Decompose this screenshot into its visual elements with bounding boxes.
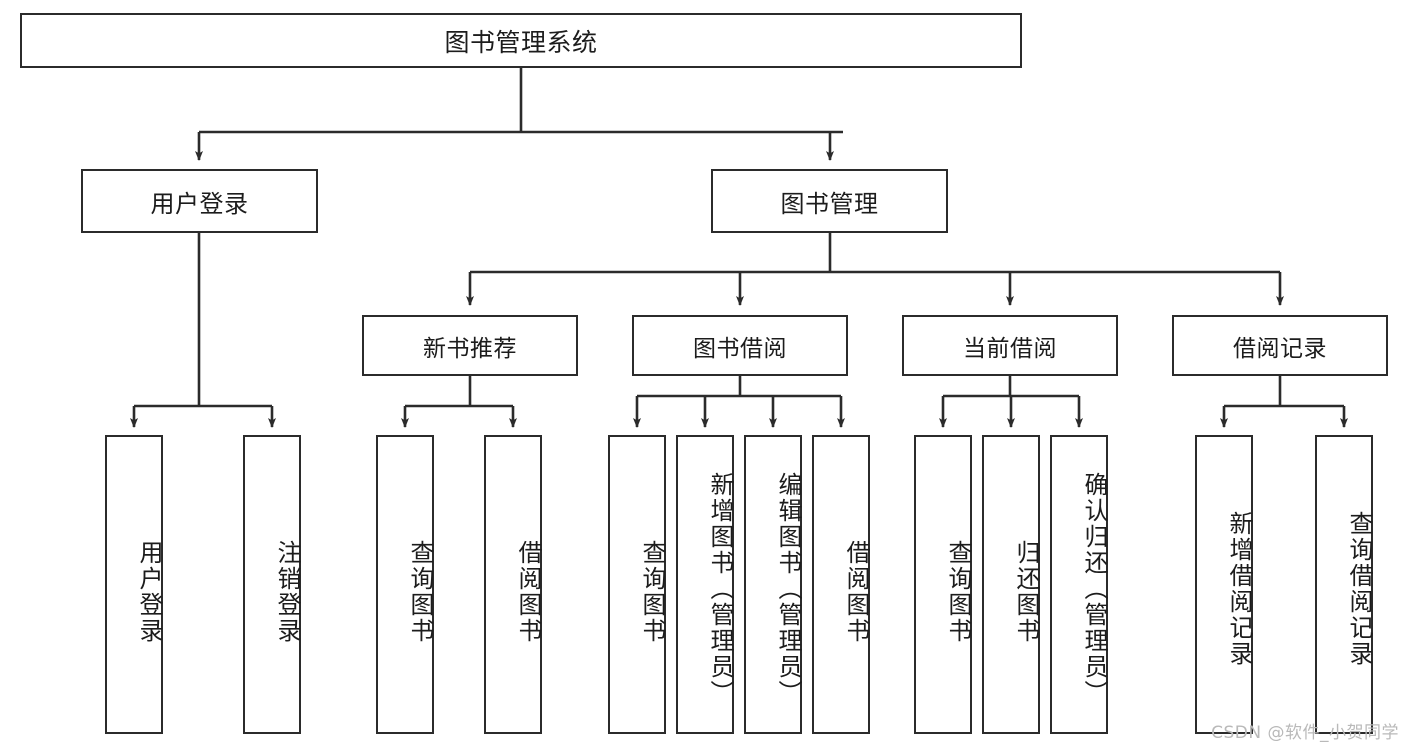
node-borrow-record-label: 借阅记录	[1233, 335, 1327, 362]
leaf-new-book-borrow[interactable]: 借阅图书	[484, 435, 542, 734]
node-user-login[interactable]: 用户登录	[81, 169, 318, 233]
leaf-user-login-signout[interactable]: 注销登录	[243, 435, 301, 734]
csdn-watermark: CSDN @软件_小贺同学	[1211, 723, 1399, 743]
node-current-borrow[interactable]: 当前借阅	[902, 315, 1118, 376]
node-borrow-record[interactable]: 借阅记录	[1172, 315, 1388, 376]
node-book-borrow-label: 图书借阅	[693, 335, 787, 362]
node-book-borrow[interactable]: 图书借阅	[632, 315, 848, 376]
node-root-system-label: 图书管理系统	[444, 27, 598, 57]
leaf-current-borrow-return[interactable]: 归还图书	[982, 435, 1040, 734]
node-book-manage-label: 图书管理	[780, 189, 879, 218]
leaf-book-borrow-borrow[interactable]: 借阅图书	[812, 435, 870, 734]
node-book-manage[interactable]: 图书管理	[711, 169, 948, 233]
leaf-borrow-record-query[interactable]: 查询借阅记录	[1315, 435, 1373, 734]
node-root-system[interactable]: 图书管理系统	[20, 13, 1022, 68]
node-new-book-recommend-label: 新书推荐	[423, 335, 517, 362]
leaf-user-login-signin[interactable]: 用户登录	[105, 435, 163, 734]
node-user-login-label: 用户登录	[150, 189, 249, 218]
leaf-current-borrow-query[interactable]: 查询图书	[914, 435, 972, 734]
node-new-book-recommend[interactable]: 新书推荐	[362, 315, 578, 376]
leaf-book-borrow-query[interactable]: 查询图书	[608, 435, 666, 734]
leaf-current-borrow-confirm-return[interactable]: 确认归还（管理员）	[1050, 435, 1108, 734]
leaf-book-borrow-add[interactable]: 新增图书（管理员）	[676, 435, 734, 734]
node-current-borrow-label: 当前借阅	[963, 335, 1057, 362]
leaf-borrow-record-add[interactable]: 新增借阅记录	[1195, 435, 1253, 734]
leaf-book-borrow-edit[interactable]: 编辑图书（管理员）	[744, 435, 802, 734]
leaf-new-book-query[interactable]: 查询图书	[376, 435, 434, 734]
